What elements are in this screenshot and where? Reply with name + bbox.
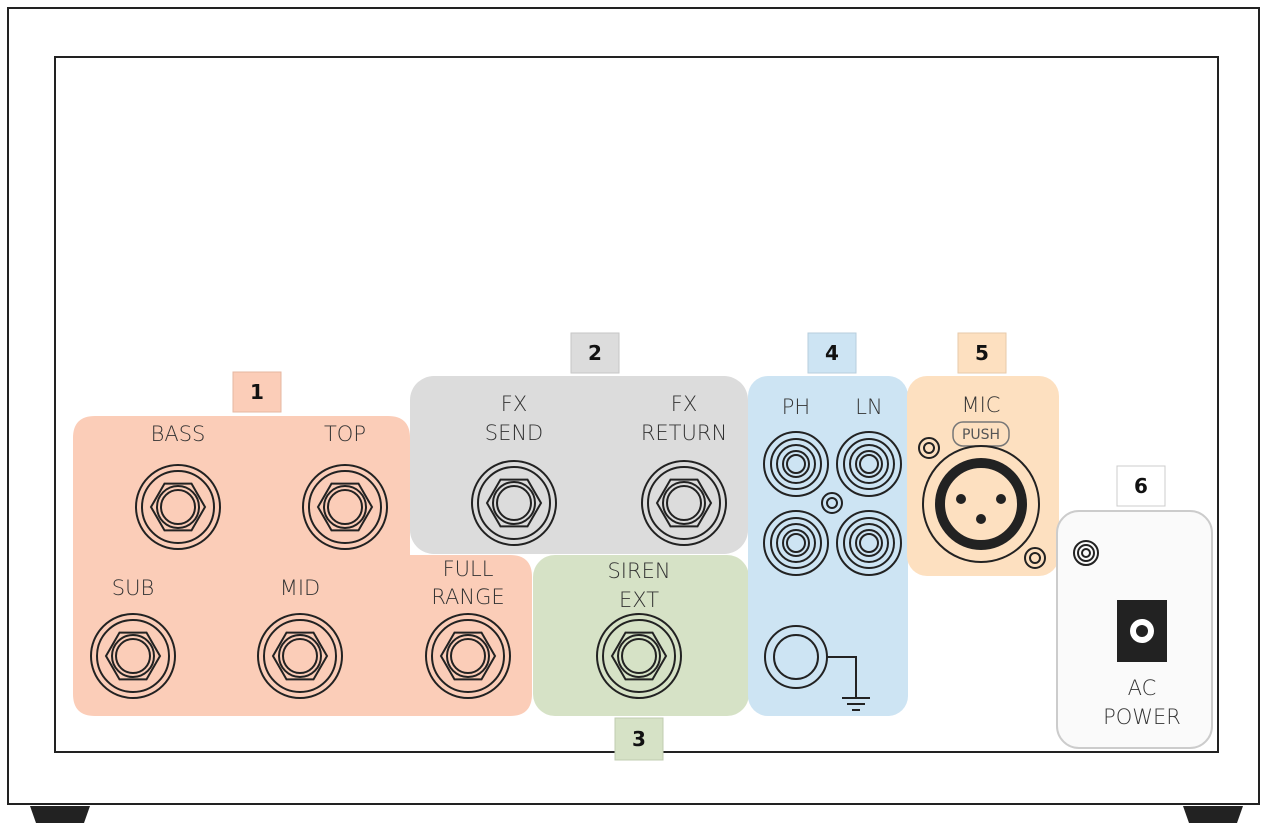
badge-3	[614, 717, 664, 761]
badge-4	[807, 332, 857, 374]
label-ext: EXT	[619, 588, 659, 612]
dc-power-jack-icon[interactable]	[1117, 600, 1167, 662]
label-bass: BASS	[151, 422, 206, 446]
label-mic: MIC	[962, 393, 1001, 417]
label-mid: MID	[280, 576, 320, 600]
label-ph: PH	[782, 395, 810, 419]
badge-5	[957, 332, 1007, 374]
label-fx-return-2: RETURN	[641, 421, 727, 445]
mic-screw-top-icon	[918, 437, 940, 459]
label-siren: SIREN	[607, 559, 670, 583]
label-sub: SUB	[112, 576, 154, 600]
label-top: TOP	[324, 422, 366, 446]
mic-screw-bottom-icon	[1024, 547, 1046, 569]
label-push: PUSH	[962, 427, 1000, 443]
badge-3-label: 3	[632, 727, 646, 751]
right-foot	[1183, 806, 1243, 823]
label-range: RANGE	[431, 585, 504, 609]
badge-4-label: 4	[825, 341, 839, 365]
badge-2	[570, 332, 620, 374]
label-fx-send-2: SEND	[485, 421, 543, 445]
fuse-holder-icon[interactable]	[1073, 540, 1099, 566]
badge-5-label: 5	[975, 341, 989, 365]
xlr-jack-icon[interactable]	[922, 445, 1040, 563]
label-ln: LN	[855, 395, 882, 419]
ground-terminal-icon[interactable]	[764, 625, 870, 711]
screw-icon	[821, 492, 843, 514]
label-fx-send-1: FX	[501, 392, 527, 416]
badge-6	[1116, 465, 1166, 507]
badge-2-label: 2	[588, 341, 602, 365]
badge-1	[232, 371, 282, 413]
zone-1-outputs	[73, 416, 532, 716]
badge-1-label: 1	[250, 380, 264, 404]
label-power: POWER	[1103, 705, 1181, 729]
label-fx-return-1: FX	[671, 392, 697, 416]
badge-6-label: 6	[1134, 474, 1148, 498]
label-full: FULL	[443, 557, 494, 581]
left-foot	[30, 806, 90, 823]
label-ac: AC	[1128, 676, 1157, 700]
